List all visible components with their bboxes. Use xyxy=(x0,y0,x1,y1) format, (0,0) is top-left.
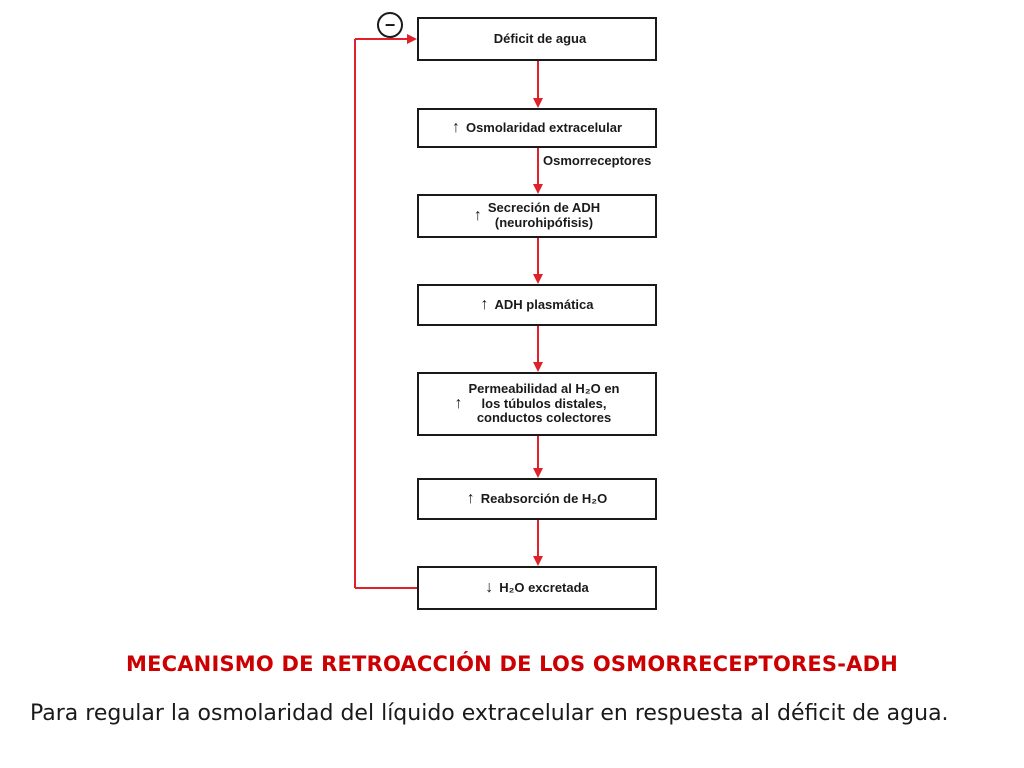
negative-feedback-sign: − xyxy=(377,12,403,38)
box-line: Osmolaridad extracelular xyxy=(465,119,623,135)
box-line: Secreción de ADH xyxy=(487,200,601,216)
box-line: H₂O excretada xyxy=(499,579,589,595)
connector-arrowhead xyxy=(533,98,543,108)
box-line: Permeabilidad al H₂O en xyxy=(468,380,620,396)
feedback-flowchart: Déficit de agua ↑ Osmolaridad extracelula… xyxy=(354,12,657,610)
box-deficit-agua: Déficit de agua xyxy=(417,17,657,61)
connector-arrowhead xyxy=(533,556,543,566)
up-arrow-icon: ↑ xyxy=(480,295,489,313)
connector-arrowhead xyxy=(533,184,543,194)
connector-arrowhead xyxy=(533,274,543,284)
osmorreceptores-label: Osmorreceptores xyxy=(543,153,652,168)
feedback-arrowhead xyxy=(407,34,417,44)
up-arrow-icon: ↑ xyxy=(466,489,475,507)
caption-title: MECANISMO DE RETROACCIÓN DE LOS OSMORREC… xyxy=(125,652,899,676)
box-line: Reabsorción de H₂O xyxy=(480,490,608,506)
down-arrow-icon: ↓ xyxy=(485,578,494,596)
box-line: ADH plasmática xyxy=(494,296,594,312)
box-line: (neurohipófisis) xyxy=(494,215,594,230)
connector-arrowhead xyxy=(533,468,543,478)
up-arrow-icon: ↑ xyxy=(473,206,482,224)
box-h2o-excretada: ↓ H₂O excretada xyxy=(417,566,657,610)
connector-arrowhead xyxy=(533,362,543,372)
box-reabsorcion: ↑ Reabsorción de H₂O xyxy=(417,478,657,520)
description-text: Para regular la osmolaridad del líquido … xyxy=(30,701,949,726)
box-osmolaridad-extracelular: ↑ Osmolaridad extracelular xyxy=(417,108,657,148)
box-secrecion-adh: ↑ Secreción de ADH(neurohipófisis) xyxy=(417,194,657,238)
up-arrow-icon: ↑ xyxy=(451,118,460,136)
box-line: los túbulos distales, xyxy=(481,395,607,411)
flowchart-arrows xyxy=(354,34,543,589)
up-arrow-icon: ↑ xyxy=(454,394,463,412)
box-line: conductos colectores xyxy=(476,410,612,426)
box-line: Déficit de agua xyxy=(493,30,587,46)
box-adh-plasmatica: ↑ ADH plasmática xyxy=(417,284,657,326)
